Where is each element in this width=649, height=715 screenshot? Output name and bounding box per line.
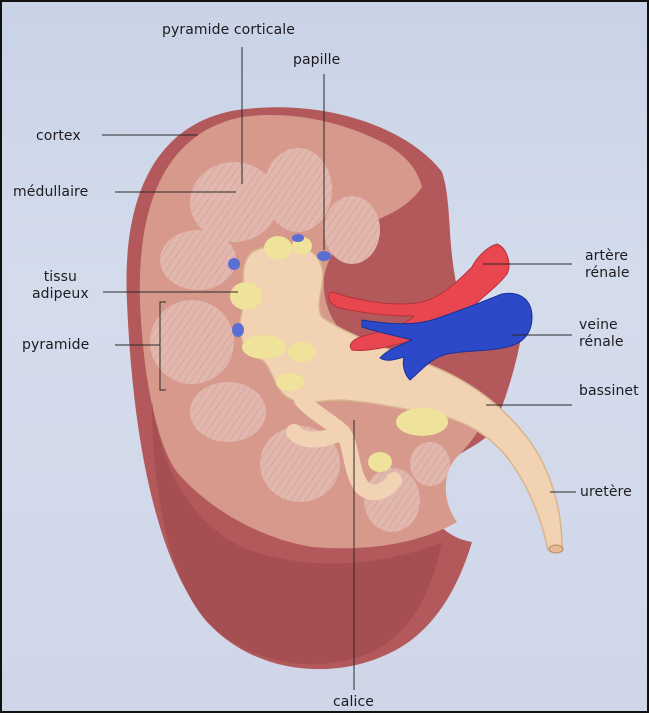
label-artere-line2: rénale [585, 265, 630, 282]
label-artere-line1: artère [585, 248, 630, 265]
label-cortex: cortex [36, 128, 81, 145]
label-tissu-adipeux-line1: tissu [32, 269, 89, 286]
pyramid-9-striae [410, 442, 450, 486]
pyramid-2-striae [264, 148, 332, 232]
label-uretere: uretère [580, 484, 632, 501]
label-artere-renale: artère rénale [585, 248, 630, 282]
pyramid-6-striae [190, 382, 266, 442]
pyramid-4-striae [160, 230, 236, 290]
ureter-opening [549, 545, 563, 553]
label-calice: calice [333, 694, 374, 711]
label-bassinet: bassinet [579, 383, 639, 400]
pyramid-1-striae [190, 162, 278, 242]
label-veine-renale: veine rénale [579, 317, 624, 351]
pyramid-3-striae [324, 196, 380, 264]
label-veine-line1: veine [579, 317, 624, 334]
label-medullaire: médullaire [13, 184, 88, 201]
label-veine-line2: rénale [579, 334, 624, 351]
label-pyramide-corticale: pyramide corticale [162, 22, 295, 39]
label-papille: papille [293, 52, 340, 69]
pyramid-5-striae [150, 300, 234, 384]
label-tissu-adipeux-line2: adipeux [32, 286, 89, 303]
label-pyramide: pyramide [22, 337, 89, 354]
label-tissu-adipeux: tissu adipeux [32, 269, 89, 303]
